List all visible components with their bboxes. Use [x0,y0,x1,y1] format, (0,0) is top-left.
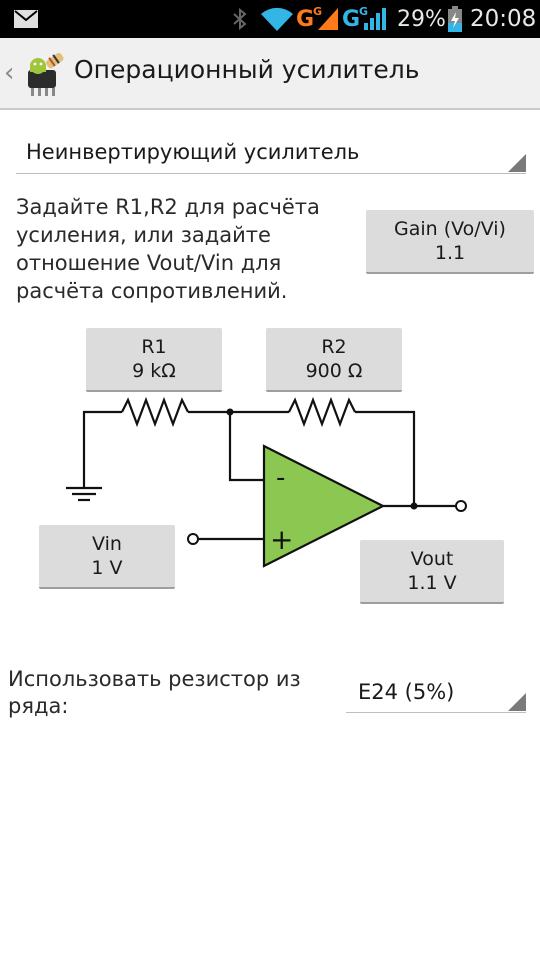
vout-button-label: Vout [410,548,454,570]
gain-button-label: Gain (Vo/Vi) [394,218,506,240]
dropdown-triangle-icon [508,693,526,711]
status-bar: G G G G 29% 20:08 [0,0,540,38]
opamp-triangle [262,444,386,568]
r1-button-label: R1 [141,336,167,358]
instructions-text: Задайте R1,R2 для расчёта усиления, или … [16,195,320,303]
app-title: Операционный усилитель [74,55,420,84]
resistor-series-selected: E24 (5%) [358,680,455,704]
r1-resistor [121,396,189,428]
gain-button-value: 1.1 [434,242,466,264]
r2-resistor [288,396,356,428]
junction-dot [410,502,418,510]
r2-button-label: R2 [321,336,347,358]
vin-button-label: Vin [92,533,122,555]
vout-button-value: 1.1 V [407,572,457,594]
circuit-type-spinner[interactable]: Неинвертирующий усилитель [16,136,526,174]
clock: 20:08 [470,6,537,32]
network-type-label: G [359,4,369,18]
r2-button-value: 900 Ω [305,360,363,382]
feedback-wire [355,410,416,506]
vin-terminal [187,533,199,545]
resistor-series-label: Использовать резистор из ряда: [8,667,301,718]
signal-icon [318,0,338,38]
wifi-icon [260,0,294,38]
r1-button[interactable]: R1 9 kΩ [86,328,222,392]
opamp-minus-sign: - [276,463,285,493]
action-bar: ‹ Операционный усилитель [0,38,540,110]
vin-button-value: 1 V [91,557,123,579]
bluetooth-icon [232,0,248,38]
app-logo-icon[interactable] [20,50,68,98]
opamp-plus-sign: + [270,523,293,556]
junction-dot [226,408,234,416]
dropdown-triangle-icon [508,154,526,172]
back-chevron-icon[interactable]: ‹ [4,58,15,88]
resistor-series-spinner[interactable]: E24 (5%) [346,672,526,713]
battery-charging-icon [447,0,463,38]
network-type-label: G [313,4,323,18]
r1-button-value: 9 kΩ [132,360,176,382]
vin-button[interactable]: Vin 1 V [39,525,175,589]
signal-icon [364,0,386,38]
network-type-label: G [342,6,361,32]
circuit-type-selected: Неинвертирующий усилитель [26,140,360,164]
ground-wire [82,410,122,488]
r2-button[interactable]: R2 900 Ω [266,328,402,392]
vout-button[interactable]: Vout 1.1 V [360,540,504,604]
vout-terminal [455,500,467,512]
battery-percent: 29% [397,6,446,32]
network-type-label: G [296,6,315,32]
gain-button[interactable]: Gain (Vo/Vi) 1.1 [366,210,534,274]
mail-icon [14,0,38,38]
inverting-input-wire [228,412,264,482]
